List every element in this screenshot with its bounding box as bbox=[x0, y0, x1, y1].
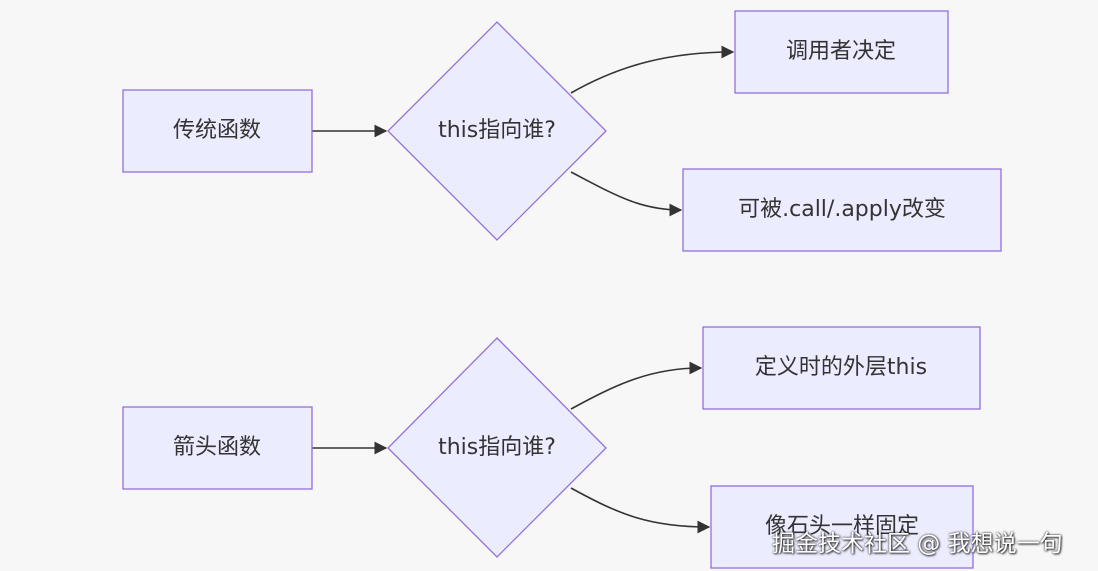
edge-decision-to-fixed bbox=[570, 487, 711, 534]
node-fixed-like-stone: 像石头一样固定 bbox=[710, 485, 974, 569]
edge-decision-to-outer-this bbox=[570, 361, 703, 410]
node-bottom-decision-label: this指向谁? bbox=[438, 435, 556, 460]
node-caller-decides: 调用者决定 bbox=[734, 10, 949, 94]
node-fixed-like-stone-label: 像石头一样固定 bbox=[765, 514, 919, 539]
node-top-decision: this指向谁? bbox=[387, 21, 607, 241]
node-traditional-function-label: 传统函数 bbox=[173, 118, 261, 143]
top-edges bbox=[312, 45, 735, 217]
node-outer-this-label: 定义时的外层this bbox=[755, 355, 927, 380]
watermark: 掘金技术社区 @ 我想说一句 bbox=[772, 531, 1063, 557]
node-bottom-decision: this指向谁? bbox=[387, 337, 607, 558]
bottom-edges bbox=[312, 361, 711, 534]
node-caller-decides-label: 调用者决定 bbox=[786, 39, 896, 64]
node-outer-this: 定义时的外层this bbox=[702, 326, 981, 410]
node-arrow-function-label: 箭头函数 bbox=[173, 435, 261, 460]
node-arrow-function: 箭头函数 bbox=[122, 406, 313, 490]
node-call-apply-change: 可被.call/.apply改变 bbox=[682, 168, 1002, 252]
node-call-apply-change-label: 可被.call/.apply改变 bbox=[738, 197, 946, 222]
node-traditional-function: 传统函数 bbox=[122, 89, 313, 173]
edge-decision-to-caller bbox=[570, 45, 735, 94]
edge-decision-to-call-apply bbox=[570, 171, 683, 217]
node-top-decision-label: this指向谁? bbox=[438, 118, 556, 143]
